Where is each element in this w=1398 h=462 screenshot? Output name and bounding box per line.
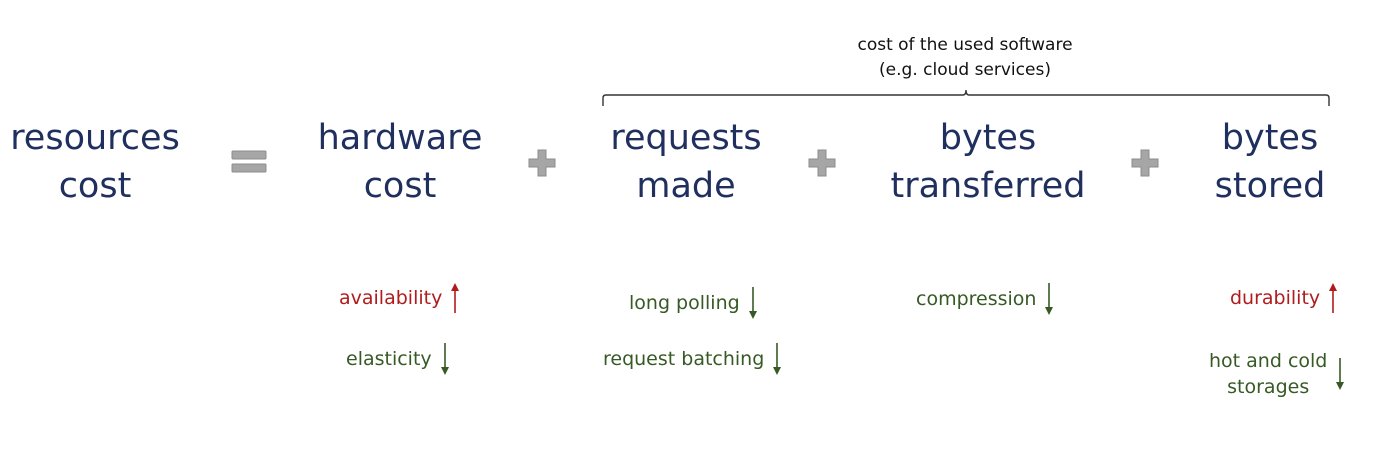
arrow-down-icon	[1045, 283, 1054, 315]
arrow-up-icon	[451, 283, 460, 313]
factor-long-polling: long polling	[629, 286, 758, 320]
term-resources-cost-line1: resources	[10, 118, 180, 158]
term-hardware-cost-line1: hardware	[317, 118, 483, 158]
factor-elasticity-label: elasticity	[346, 348, 432, 370]
factor-compression: compression	[916, 282, 1054, 316]
term-bytes-stored-line1: bytes	[1221, 118, 1319, 158]
factor-durability: durability	[1230, 282, 1338, 314]
arrow-down-icon	[1336, 358, 1345, 390]
arrow-up-icon	[1329, 283, 1338, 313]
plus-icon	[808, 149, 836, 177]
factor-elasticity: elasticity	[346, 342, 450, 376]
term-resources-cost-line2: cost	[58, 166, 132, 206]
factor-durability-label: durability	[1230, 287, 1321, 309]
term-resources-cost: resources cost	[0, 114, 190, 210]
term-bytes-stored: bytes stored	[1190, 114, 1350, 210]
factor-hot-and-cold-storages-label: hot and cold storages	[1209, 348, 1327, 400]
arrow-down-icon	[773, 343, 782, 375]
software-cost-label: cost of the used software (e.g. cloud se…	[800, 33, 1130, 83]
term-hardware-cost: hardware cost	[300, 114, 500, 210]
factor-compression-label: compression	[916, 288, 1037, 310]
term-requests-made: requests made	[586, 114, 786, 210]
plus-icon	[1131, 149, 1159, 177]
factor-hot-and-cold-storages-line2: storages	[1227, 376, 1310, 398]
arrow-down-icon	[440, 343, 449, 375]
term-bytes-transferred-line1: bytes	[939, 118, 1037, 158]
factor-availability: availability	[339, 282, 460, 314]
term-bytes-stored-line2: stored	[1214, 166, 1326, 206]
software-cost-label-line1: cost of the used software	[857, 35, 1073, 55]
equals-icon	[231, 150, 267, 173]
factor-availability-label: availability	[339, 287, 443, 309]
software-cost-label-line2: (e.g. cloud services)	[879, 60, 1051, 80]
term-requests-made-line2: made	[636, 166, 736, 206]
term-bytes-transferred-line2: transferred	[890, 166, 1086, 206]
factor-hot-and-cold-storages: hot and cold storages	[1209, 348, 1345, 400]
term-hardware-cost-line2: cost	[363, 166, 437, 206]
factor-request-batching: request batching	[603, 342, 782, 376]
term-requests-made-line1: requests	[610, 118, 762, 158]
arrow-down-icon	[748, 287, 757, 319]
factor-hot-and-cold-storages-line1: hot and cold	[1209, 350, 1328, 372]
factor-long-polling-label: long polling	[629, 292, 740, 314]
plus-icon	[528, 149, 556, 177]
factor-request-batching-label: request batching	[603, 348, 765, 370]
term-bytes-transferred: bytes transferred	[868, 114, 1108, 210]
